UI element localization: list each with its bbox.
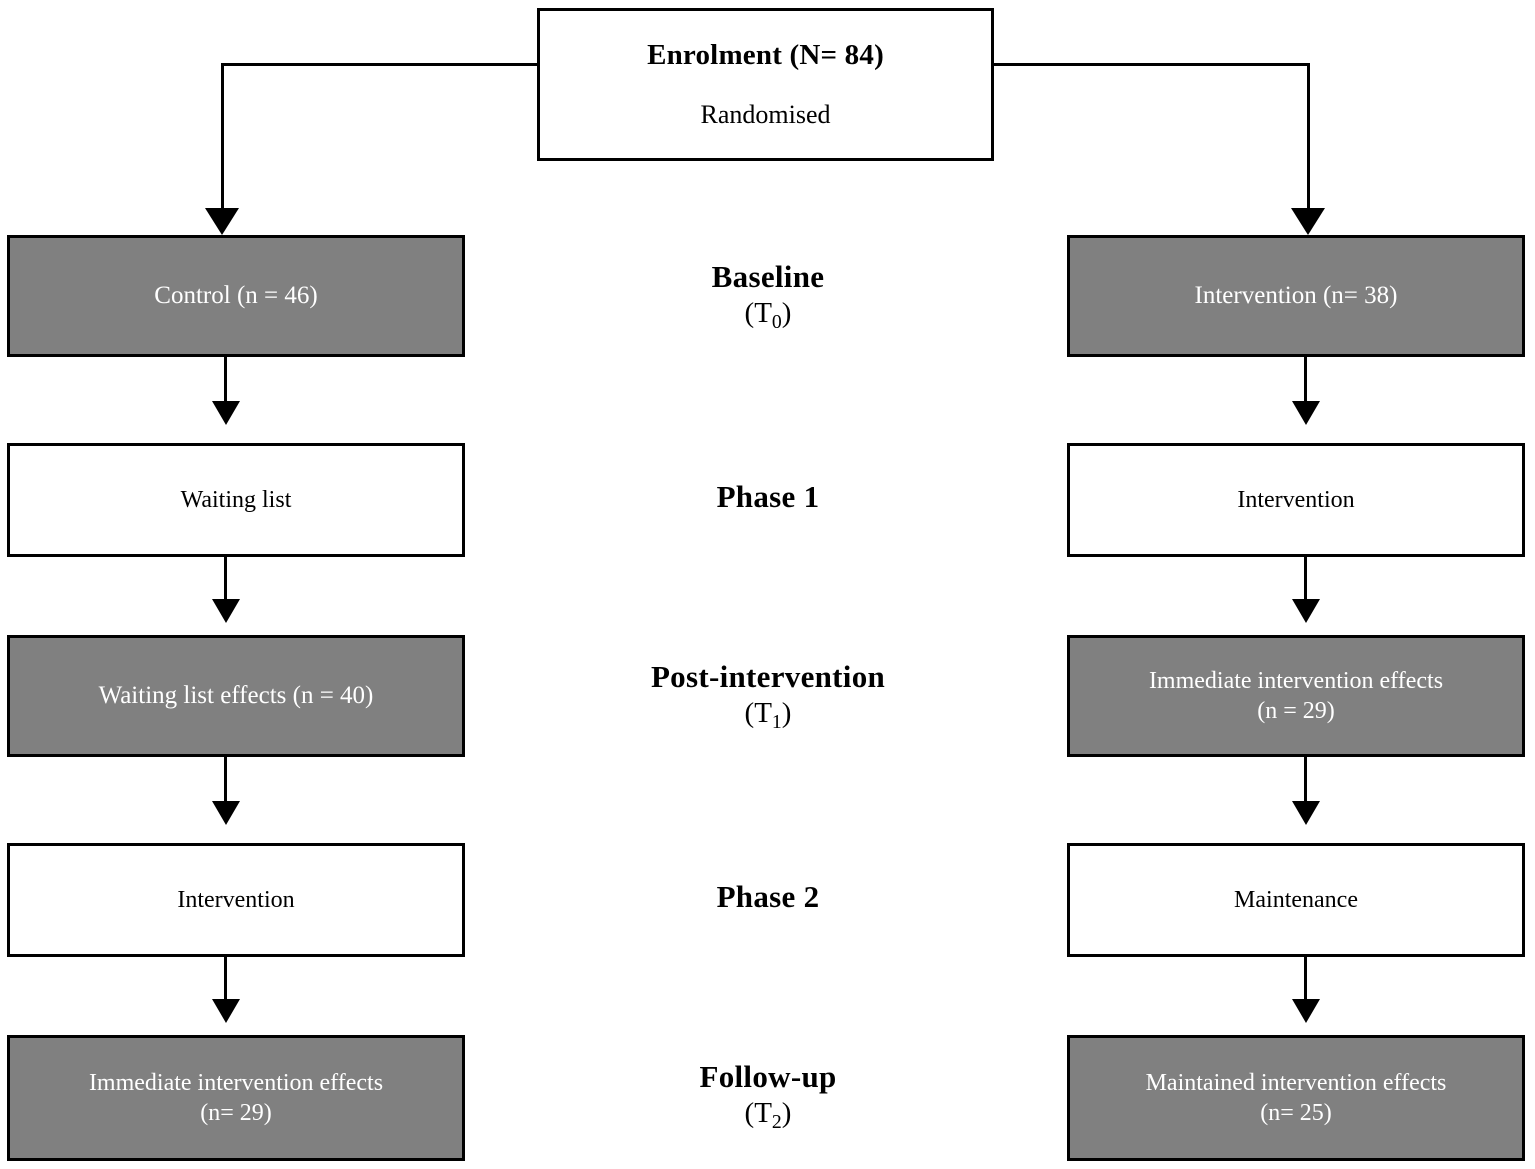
stage-label-baseline: Baseline (T0) <box>488 258 1048 333</box>
left-box-immediate-effects-followup-line1: Immediate intervention effects <box>88 1070 384 1096</box>
arrowhead-to-intervention <box>1291 208 1325 235</box>
stage-title-follow-up: Follow-up <box>699 1059 837 1094</box>
stage-title-post-intervention: Post-intervention <box>650 659 886 694</box>
arrowhead-waiting-list <box>212 401 240 425</box>
left-box-waiting-list-line1: Waiting list <box>180 487 292 513</box>
connector-enrolment-right-drop <box>1307 63 1310 230</box>
arrowhead-immediate-effects <box>1292 599 1320 623</box>
left-box-control-line1: Control (n = 46) <box>154 282 318 310</box>
arrowhead-waiting-list-effects <box>212 599 240 623</box>
right-box-maintenance: Maintenance <box>1067 843 1525 957</box>
connector-enrolment-left-drop <box>221 63 224 230</box>
connector-effects-to-intervention <box>224 757 227 819</box>
connector-enrolment-to-right <box>992 63 1310 66</box>
right-box-immediate-effects-line2: (n = 29) <box>1257 698 1335 724</box>
left-box-waiting-list-effects-line1: Waiting list effects (n = 40) <box>98 682 374 710</box>
right-box-intervention: Intervention (n= 38) <box>1067 235 1525 357</box>
connector-phase1-to-immediate-effects <box>1304 557 1307 615</box>
stage-title-phase-1: Phase 1 <box>716 479 820 514</box>
arrowhead-maintenance <box>1292 801 1320 825</box>
left-box-immediate-effects-followup: Immediate intervention effects (n= 29) <box>7 1035 465 1161</box>
arrowhead-to-control <box>205 208 239 235</box>
connector-waiting-list-to-effects <box>224 557 227 615</box>
left-box-intervention-phase2-line1: Intervention <box>177 887 295 913</box>
left-box-control: Control (n = 46) <box>7 235 465 357</box>
right-box-maintained-effects-line2: (n= 25) <box>1260 1100 1332 1126</box>
stage-time-follow-up: (T2) <box>744 1096 792 1133</box>
arrowhead-intervention-phase2 <box>212 801 240 825</box>
enrolment-box: Enrolment (N= 84) Randomised <box>537 8 994 161</box>
connector-maintenance-to-maintained-effects <box>1304 957 1307 1015</box>
stage-label-phase-1: Phase 1 <box>488 478 1048 516</box>
stage-time-baseline: (T0) <box>744 296 792 333</box>
right-box-intervention-phase1-line1: Intervention <box>1237 487 1355 513</box>
left-box-waiting-list-effects: Waiting list effects (n = 40) <box>7 635 465 757</box>
right-box-maintained-effects: Maintained intervention effects (n= 25) <box>1067 1035 1525 1161</box>
enrolment-title: Enrolment (N= 84) <box>647 39 884 72</box>
left-box-immediate-effects-followup-line2: (n= 29) <box>200 1100 272 1126</box>
connector-control-to-waiting-list <box>224 357 227 419</box>
left-box-intervention-phase2: Intervention <box>7 843 465 957</box>
stage-title-phase-2: Phase 2 <box>716 879 820 914</box>
stage-label-post-intervention: Post-intervention (T1) <box>488 658 1048 733</box>
stage-title-baseline: Baseline <box>711 259 825 294</box>
right-box-immediate-effects-line1: Immediate intervention effects <box>1148 668 1444 694</box>
connector-intervention-to-followup <box>224 957 227 1015</box>
left-box-waiting-list: Waiting list <box>7 443 465 557</box>
right-box-maintenance-line1: Maintenance <box>1234 887 1358 913</box>
stage-label-follow-up: Follow-up (T2) <box>488 1058 1048 1133</box>
stage-time-post-intervention: (T1) <box>744 696 792 733</box>
right-box-immediate-effects: Immediate intervention effects (n = 29) <box>1067 635 1525 757</box>
enrolment-subtitle: Randomised <box>700 100 831 130</box>
right-box-intervention-phase1: Intervention <box>1067 443 1525 557</box>
connector-intervention-to-phase1 <box>1304 357 1307 419</box>
right-box-intervention-line1: Intervention (n= 38) <box>1194 282 1398 310</box>
right-box-maintained-effects-line1: Maintained intervention effects <box>1145 1070 1447 1096</box>
connector-enrolment-to-left <box>221 63 539 66</box>
stage-label-phase-2: Phase 2 <box>488 878 1048 916</box>
arrowhead-maintained-effects <box>1292 999 1320 1023</box>
connector-immediate-effects-to-maintenance <box>1304 757 1307 819</box>
arrowhead-immediate-effects-followup <box>212 999 240 1023</box>
arrowhead-intervention-phase1 <box>1292 401 1320 425</box>
